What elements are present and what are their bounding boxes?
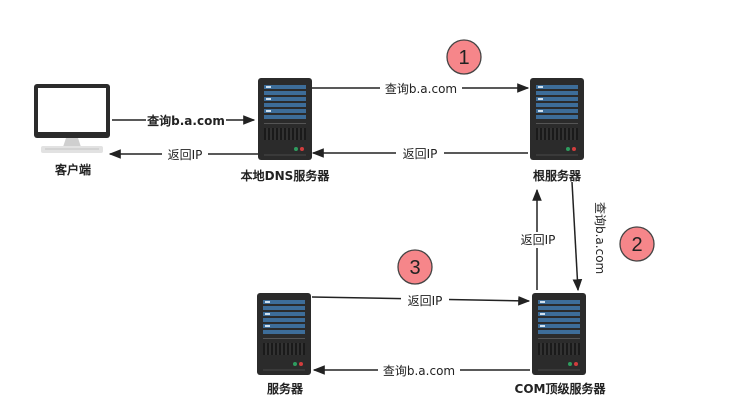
step-badge-3: 3 xyxy=(397,249,433,285)
root-server-icon xyxy=(529,77,585,161)
client-label: 客户端 xyxy=(54,162,91,177)
edge-label-com-to-server: 查询b.a.com xyxy=(383,364,455,378)
edge-label-com-to-root: 返回IP xyxy=(521,233,556,247)
edge-label-local-to-client: 返回IP xyxy=(168,148,203,162)
target-server-label: 服务器 xyxy=(267,381,304,396)
svg-text:1: 1 xyxy=(458,47,469,69)
com-server-icon xyxy=(531,292,587,376)
step-badge-2: 2 xyxy=(619,226,655,262)
edge-label-server-to-com: 返回IP xyxy=(408,294,443,308)
arrow-root-to-com xyxy=(571,181,583,292)
local-dns-server-icon xyxy=(257,77,313,161)
svg-text:3: 3 xyxy=(409,257,420,279)
com-server-label: COM顶级服务器 xyxy=(515,381,607,396)
edge-label-local-to-root: 查询b.a.com xyxy=(385,82,457,96)
edge-label-root-to-local: 返回IP xyxy=(403,147,438,161)
step-badge-1: 1 xyxy=(446,39,482,75)
svg-text:2: 2 xyxy=(631,234,642,256)
client-computer-icon xyxy=(34,84,110,153)
edge-label-client-to-local: 查询b.a.com xyxy=(146,113,225,128)
root-server-label: 根服务器 xyxy=(533,168,582,183)
edge-label-root-to-com: 查询b.a.com xyxy=(593,202,607,274)
target-server-icon xyxy=(256,292,312,376)
local-dns-label: 本地DNS服务器 xyxy=(241,168,331,183)
